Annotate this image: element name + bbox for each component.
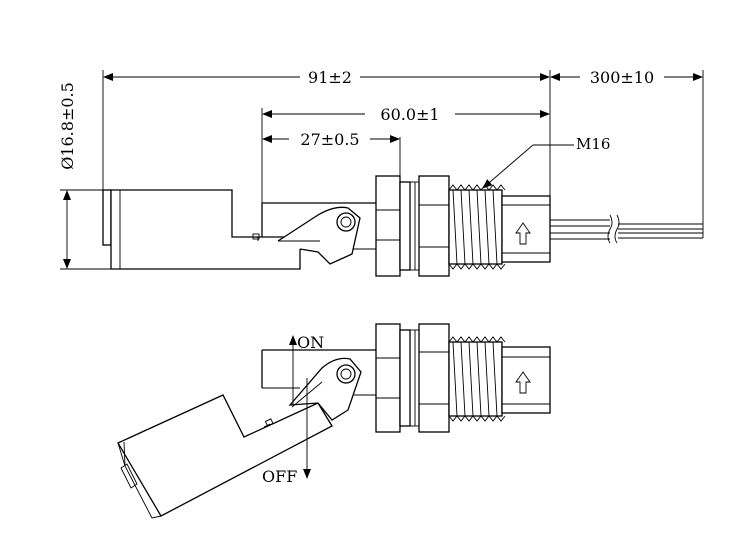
switch-length-label: 60.0±1 xyxy=(380,105,439,124)
dimension-labels: 91±2 300±10 60.0±1 27±0.5 M16 Ø16.8±0.5 xyxy=(58,68,654,170)
top-view xyxy=(102,175,704,277)
hex-nuts-lower xyxy=(375,323,450,433)
on-label: ON xyxy=(297,333,324,352)
cable-length-label: 300±10 xyxy=(590,68,654,87)
float-body xyxy=(102,189,301,270)
cable-leads xyxy=(550,214,704,244)
thread-label: M16 xyxy=(576,135,610,153)
thread-m16 xyxy=(448,184,506,270)
dimension-lines xyxy=(60,70,704,270)
pivot-arm xyxy=(277,206,361,265)
pivot-offset-label: 27±0.5 xyxy=(300,130,359,149)
overall-length-label: 91±2 xyxy=(308,68,352,87)
float-body-tilted xyxy=(117,394,333,519)
bottom-view: ON OFF xyxy=(117,323,551,519)
hex-nuts xyxy=(375,175,450,277)
off-label: OFF xyxy=(262,467,297,486)
switch-direction-arrows xyxy=(289,335,311,479)
thread-lower xyxy=(448,336,506,422)
diameter-label: Ø16.8±0.5 xyxy=(58,82,77,170)
cable-gland-lower xyxy=(501,346,551,414)
cable-gland xyxy=(501,195,551,263)
